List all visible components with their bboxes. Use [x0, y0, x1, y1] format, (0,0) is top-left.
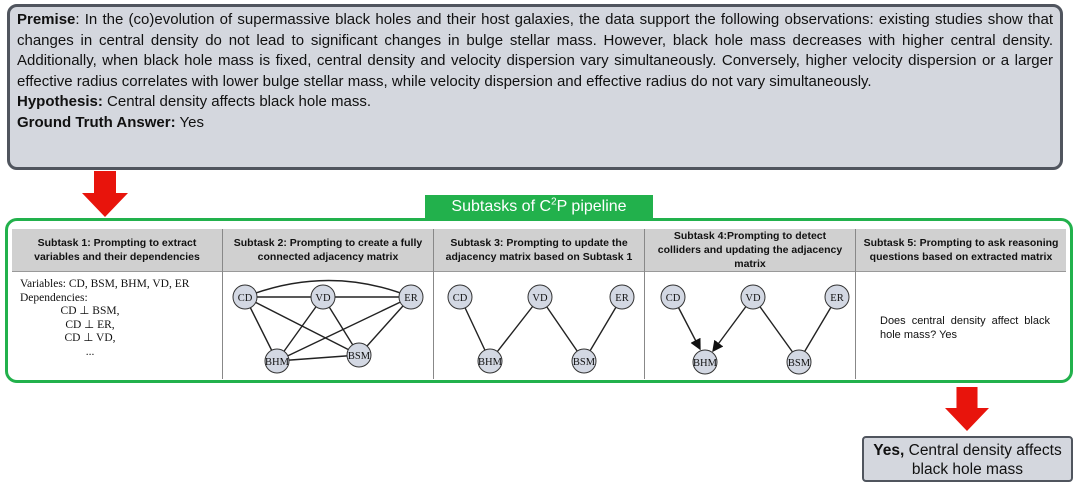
- variables-line: Variables: CD, BSM, BHM, VD, ER: [20, 278, 190, 290]
- reasoning-question: Does central density affect black hole m…: [880, 315, 1050, 341]
- subtask-3-cell: Subtask 3: Prompting to update the adjac…: [434, 229, 645, 379]
- edge-vd-bhm: [276, 296, 324, 362]
- node-vd: [310, 284, 336, 310]
- subtask-3-header: Subtask 3: Prompting to update the adjac…: [434, 229, 644, 272]
- node-label-vd: VD: [532, 293, 548, 304]
- node-er: [824, 284, 850, 310]
- edge-cd-er: [244, 279, 412, 298]
- node-cd: [447, 284, 473, 310]
- dependency-item: CD ⊥ BSM,: [60, 305, 120, 317]
- edge-bhm-vd: [489, 296, 541, 362]
- node-label-bhm: BHM: [693, 358, 718, 369]
- dependency-item: CD ⊥ VD,: [64, 332, 116, 344]
- node-cd: [232, 284, 258, 310]
- subtask-1-cell: Subtask 1: Prompting to extract variable…: [12, 229, 223, 379]
- down-arrow-icon: [945, 387, 989, 431]
- subtask-grid: Subtask 1: Prompting to extract variable…: [12, 229, 1066, 379]
- node-bhm: [477, 348, 503, 374]
- answer-bold: Yes,: [873, 442, 905, 459]
- premise-text: : In the (co)evolution of supermassive b…: [17, 11, 1053, 90]
- dependency-list: Variables: CD, BSM, BHM, VD, ER Dependen…: [20, 278, 189, 359]
- subtask-4-header: Subtask 4:Prompting to detect colliders …: [645, 229, 855, 272]
- node-label-bsm: BSM: [573, 357, 596, 368]
- edge-er-bhm: [276, 296, 412, 362]
- node-label-bsm: BSM: [788, 358, 811, 369]
- node-label-cd: CD: [666, 293, 681, 304]
- node-bhm: [264, 348, 290, 374]
- ground-truth-label: Ground Truth Answer:: [17, 113, 176, 131]
- subtask-2-cell: Subtask 2: Prompting to create a fully c…: [223, 229, 434, 379]
- ground-truth-row: Ground Truth Answer: Yes: [17, 113, 1053, 134]
- hypothesis-label: Hypothesis:: [17, 93, 103, 110]
- ground-truth-text: Yes: [175, 113, 204, 131]
- collider-graph: CD VD ER BHM BSM: [660, 284, 850, 375]
- edge-er-bsm: [358, 296, 412, 356]
- node-label-bhm: BHM: [265, 357, 290, 368]
- node-label-vd: VD: [315, 293, 331, 304]
- fully-connected-graph: CD VD ER BHM BSM: [232, 279, 424, 374]
- node-bsm: [346, 342, 372, 368]
- premise-box: Premise: In the (co)evolution of superma…: [7, 4, 1063, 170]
- node-er: [398, 284, 424, 310]
- edge-vd-bsm: [539, 296, 585, 362]
- dependency-item: CD ⊥ ER,: [65, 318, 115, 331]
- node-bsm: [571, 348, 597, 374]
- pipeline-box: [5, 218, 1073, 383]
- subtask-1-header: Subtask 1: Prompting to extract variable…: [12, 229, 222, 272]
- node-bsm: [786, 349, 812, 375]
- updated-graph: CD VD ER BHM BSM: [447, 284, 635, 374]
- node-vd: [740, 284, 766, 310]
- edge-vd-bsm: [752, 296, 800, 362]
- pipeline-title: Subtasks of C2P pipeline: [425, 195, 653, 219]
- premise-label: Premise: [17, 11, 76, 28]
- edge-bhm-bsm: [276, 354, 360, 362]
- subtask-4-cell: Subtask 4:Prompting to detect colliders …: [645, 229, 856, 379]
- node-label-er: ER: [404, 293, 417, 304]
- hypothesis-row: Hypothesis: Central density affects blac…: [17, 92, 1053, 113]
- answer-text: Central density affects black hole mass: [904, 442, 1062, 478]
- hypothesis-text: Central density affects black hole mass.: [102, 93, 372, 110]
- dependency-item: ...: [85, 345, 95, 358]
- node-cd: [660, 284, 686, 310]
- subtask-5-header: Subtask 5: Prompting to ask reasoning qu…: [856, 229, 1066, 272]
- node-bhm: [692, 349, 718, 375]
- subtask-5-cell: Subtask 5: Prompting to ask reasoning qu…: [856, 229, 1066, 379]
- answer-box: Yes, Central density affects black hole …: [862, 436, 1073, 482]
- node-vd: [527, 284, 553, 310]
- node-er: [609, 284, 635, 310]
- node-label-cd: CD: [453, 293, 468, 304]
- dependencies-label: Dependencies:: [20, 291, 88, 304]
- node-label-bhm: BHM: [478, 357, 503, 368]
- node-label-cd: CD: [238, 293, 253, 304]
- node-label-er: ER: [830, 293, 843, 304]
- down-arrow-icon: [82, 171, 128, 217]
- subtask-2-header: Subtask 2: Prompting to create a fully c…: [223, 229, 433, 272]
- node-label-bsm: BSM: [348, 351, 371, 362]
- node-label-er: ER: [615, 293, 628, 304]
- node-label-vd: VD: [745, 293, 761, 304]
